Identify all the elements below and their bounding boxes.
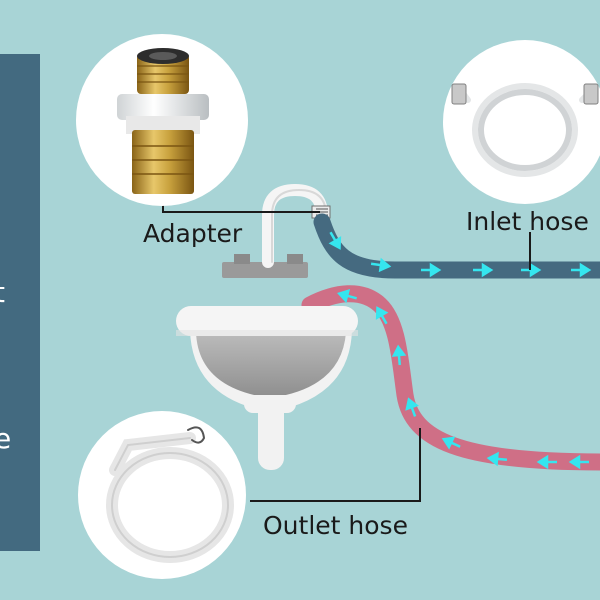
flow-arrow [536,454,557,470]
outlet-hose-path [301,285,600,471]
inlet-hose-product-circle [443,40,600,204]
inlet-hose-path [313,213,600,279]
flow-arrow [337,289,358,304]
adapter-label: Adapter [143,219,243,248]
brass-adapter-icon [117,48,209,194]
flow-arrow [405,397,419,417]
inlet-hose-label: Inlet hose [466,207,589,236]
flow-arrow [571,262,592,278]
outlet-hose-label: Outlet hose [263,511,408,540]
side-panel: t e [0,54,40,551]
flow-arrow [370,257,392,273]
flow-arrow [328,231,342,250]
flow-arrow [441,436,461,450]
adapter-product-circle [76,34,248,206]
coiled-outlet-hose-icon [106,426,234,563]
flow-arrow [473,262,494,278]
flow-arrow [375,306,389,325]
flow-arrow [421,262,442,278]
flow-arrow [486,451,508,467]
side-panel-fragment-1: t [0,276,5,309]
outlet-callout [250,428,421,502]
faucet-icon [222,183,331,278]
flow-arrow [391,344,407,366]
side-panel-fragment-2: e [0,422,12,455]
outlet-hose-product-circle [78,411,246,579]
wash-basin-icon [176,306,358,470]
flow-arrow [568,454,589,470]
